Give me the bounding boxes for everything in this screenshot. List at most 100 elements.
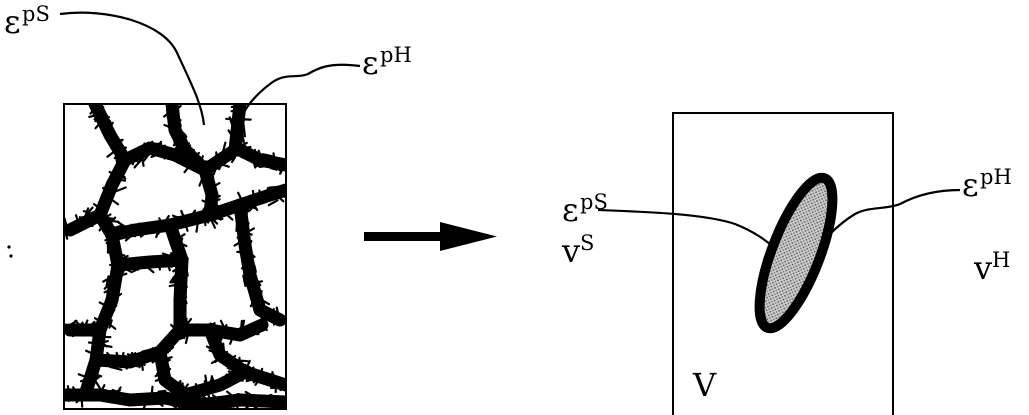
texture-stroke	[184, 394, 193, 398]
texture-stroke	[128, 396, 133, 407]
texture-stroke	[201, 199, 209, 204]
texture-stroke	[230, 109, 242, 113]
texture-stroke	[109, 128, 117, 140]
texture-stroke	[253, 200, 264, 205]
texture-stroke	[103, 358, 119, 363]
texture-stroke	[183, 221, 189, 232]
texture-stroke	[223, 354, 237, 365]
texture-stroke	[164, 390, 169, 404]
texture-stroke	[70, 226, 78, 232]
texture-stroke	[252, 279, 258, 292]
hard-inclusion	[754, 172, 838, 334]
texture-stroke	[214, 154, 223, 164]
texture-stroke	[95, 339, 106, 350]
texture-stroke	[222, 324, 228, 333]
hard-phase-texture	[64, 104, 286, 409]
texture-stroke	[136, 224, 150, 229]
texture-stroke	[176, 404, 184, 409]
texture-stroke	[231, 138, 239, 146]
texture-stroke	[174, 336, 186, 342]
texture-stroke	[244, 359, 251, 373]
texture-stroke	[239, 208, 249, 214]
texture-stroke	[175, 330, 188, 338]
texture-stroke	[218, 403, 224, 409]
texture-stroke	[64, 232, 69, 240]
texture-stroke	[177, 142, 190, 152]
texture-stroke	[243, 227, 255, 235]
texture-stroke	[106, 219, 120, 223]
label-v: v	[561, 232, 580, 270]
texture-stroke	[98, 323, 107, 333]
texture-stroke	[237, 333, 245, 338]
texture-stroke	[200, 396, 205, 404]
label-volume-soft: v S	[561, 231, 594, 270]
texture-stroke	[168, 337, 172, 347]
texture-stroke	[104, 198, 110, 211]
texture-stroke	[267, 199, 279, 207]
texture-stroke	[103, 118, 108, 131]
texture-stroke	[222, 342, 226, 359]
texture-stroke	[214, 194, 221, 200]
texture-stroke	[171, 214, 180, 220]
texture-stroke	[250, 371, 255, 384]
label-strain-soft-left: ε pS	[4, 2, 50, 41]
texture-stroke	[195, 218, 200, 233]
volume-label: V	[692, 366, 717, 404]
texture-stroke	[242, 399, 248, 406]
texture-stroke	[166, 116, 173, 126]
texture-stroke	[88, 359, 97, 366]
texture-stroke	[199, 164, 207, 170]
texture-stroke	[109, 142, 120, 147]
texture-stroke	[226, 390, 237, 400]
label-superscript: pH	[980, 165, 1012, 189]
texture-stroke	[108, 249, 120, 253]
texture-stroke	[194, 383, 200, 390]
texture-stroke	[225, 380, 231, 388]
texture-stroke	[201, 173, 207, 182]
texture-stroke	[237, 117, 252, 121]
texture-stroke	[98, 301, 114, 310]
texture-stroke	[175, 140, 185, 144]
texture-stroke	[180, 317, 188, 331]
texture-stroke	[79, 216, 84, 228]
texture-stroke	[131, 151, 137, 166]
texture-stroke	[115, 351, 121, 362]
stray-dot	[7, 245, 11, 249]
texture-stroke	[254, 377, 261, 386]
texture-stroke	[220, 141, 227, 157]
texture-stroke	[177, 285, 188, 289]
texture-stroke	[114, 393, 123, 399]
texture-stroke	[210, 375, 217, 389]
texture-stroke	[124, 232, 135, 242]
texture-stroke	[84, 389, 98, 399]
texture-stroke	[129, 396, 137, 406]
texture-stroke	[105, 275, 110, 288]
texture-stroke	[125, 352, 137, 361]
texture-stroke	[157, 377, 169, 385]
label-volume-hard: v H	[973, 248, 1010, 287]
texture-stroke	[175, 112, 182, 127]
texture-stroke	[267, 404, 280, 409]
texture-stroke	[251, 189, 255, 198]
texture-stroke	[94, 116, 104, 123]
texture-stroke	[197, 324, 204, 331]
texture-stroke	[249, 324, 258, 330]
texture-stroke	[192, 332, 206, 335]
texture-stroke	[143, 259, 152, 269]
stray-dot	[9, 254, 13, 258]
texture-stroke	[234, 127, 240, 140]
texture-stroke	[244, 325, 253, 329]
texture-stroke	[275, 397, 284, 406]
texture-stroke	[170, 228, 176, 236]
texture-stroke	[227, 403, 235, 408]
texture-stroke	[157, 262, 161, 271]
texture-stroke	[192, 324, 200, 330]
texture-stroke	[104, 320, 117, 330]
texture-stroke	[259, 313, 266, 325]
texture-stroke	[130, 223, 137, 238]
texture-stroke	[92, 376, 101, 389]
texture-stroke	[185, 268, 189, 277]
texture-stroke	[126, 152, 133, 163]
texture-stroke	[91, 212, 98, 223]
texture-stroke	[230, 156, 236, 164]
